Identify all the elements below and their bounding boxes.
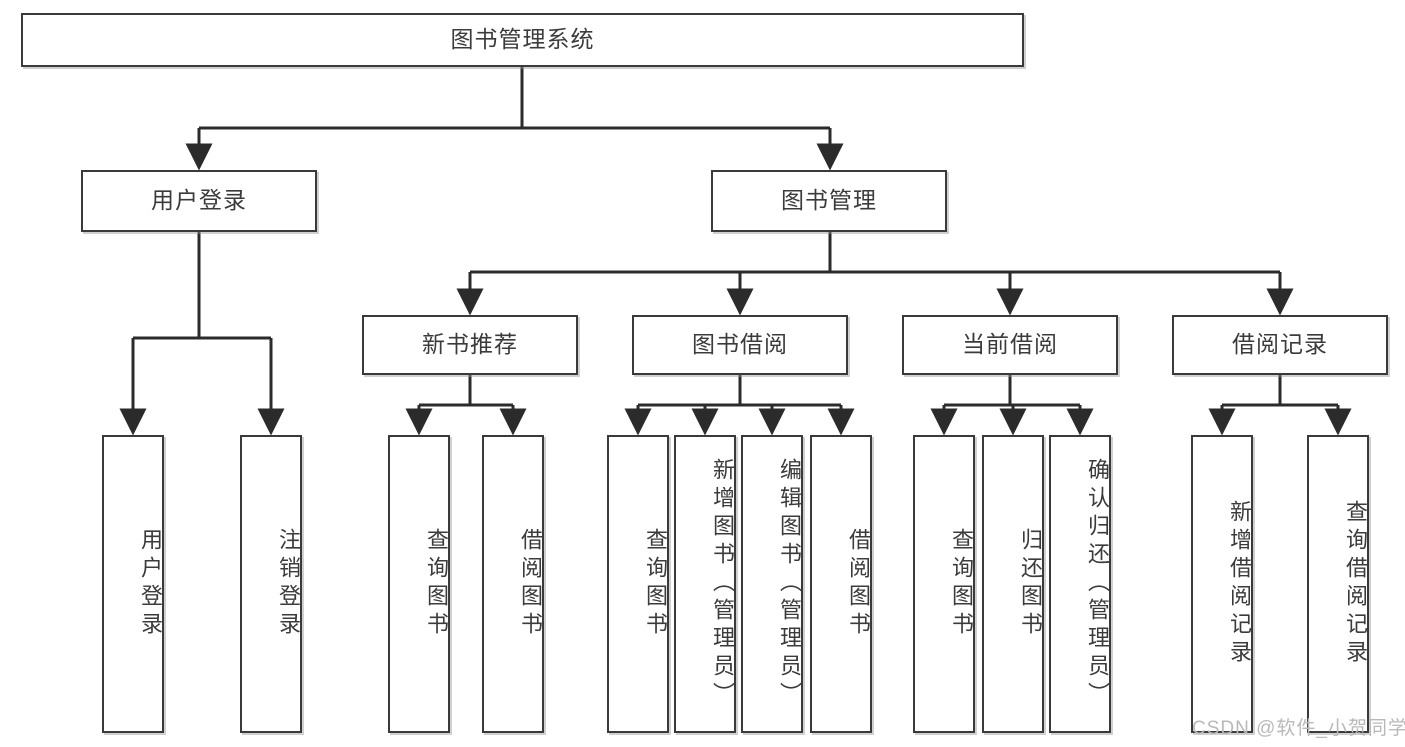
node-book-borrow-label: 图书借阅 xyxy=(692,331,788,358)
leaf-user-login[interactable]: 用户登录 xyxy=(102,435,164,733)
leaf-add-record[interactable]: 新增借阅记录 xyxy=(1191,435,1253,733)
node-user-login[interactable]: 用户登录 xyxy=(81,170,317,232)
node-root[interactable]: 图书管理系统 xyxy=(21,13,1024,67)
node-root-label: 图书管理系统 xyxy=(450,26,595,53)
leaf-edit-book[interactable]: 编辑图书（管理员） xyxy=(741,435,803,733)
node-user-login-label: 用户登录 xyxy=(151,187,247,214)
leaf-query-book-1[interactable]: 查询图书 xyxy=(388,435,450,733)
leaf-query-book-2[interactable]: 查询图书 xyxy=(607,435,669,733)
leaf-query-book-1-label: 查询图书 xyxy=(424,528,449,640)
leaf-add-book[interactable]: 新增图书（管理员） xyxy=(674,435,736,733)
leaf-borrow-book-2-label: 借阅图书 xyxy=(846,528,871,640)
node-book-manage-label: 图书管理 xyxy=(781,187,877,214)
leaf-query-record[interactable]: 查询借阅记录 xyxy=(1307,435,1369,733)
node-borrow-record[interactable]: 借阅记录 xyxy=(1172,315,1388,375)
node-current-borrow-label: 当前借阅 xyxy=(962,331,1058,358)
leaf-borrow-book-1[interactable]: 借阅图书 xyxy=(482,435,544,733)
leaf-return-book-label: 归还图书 xyxy=(1018,528,1043,640)
leaf-query-book-2-label: 查询图书 xyxy=(643,528,668,640)
leaf-confirm-return-label: 确认归还（管理员） xyxy=(1085,458,1110,710)
leaf-borrow-book-2[interactable]: 借阅图书 xyxy=(810,435,872,733)
leaf-add-record-label: 新增借阅记录 xyxy=(1227,500,1252,668)
node-book-manage[interactable]: 图书管理 xyxy=(711,170,947,232)
leaf-user-login-label: 用户登录 xyxy=(138,528,163,640)
leaf-logout-login-label: 注销登录 xyxy=(276,528,301,640)
leaf-query-book-3-label: 查询图书 xyxy=(949,528,974,640)
leaf-borrow-book-1-label: 借阅图书 xyxy=(518,528,543,640)
node-borrow-record-label: 借阅记录 xyxy=(1232,331,1328,358)
leaf-edit-book-label: 编辑图书（管理员） xyxy=(777,458,802,710)
leaf-query-record-label: 查询借阅记录 xyxy=(1343,500,1368,668)
node-current-borrow[interactable]: 当前借阅 xyxy=(902,315,1118,375)
node-book-borrow[interactable]: 图书借阅 xyxy=(632,315,848,375)
leaf-logout-login[interactable]: 注销登录 xyxy=(240,435,302,733)
leaf-add-book-label: 新增图书（管理员） xyxy=(710,458,735,710)
leaf-return-book[interactable]: 归还图书 xyxy=(982,435,1044,733)
leaf-query-book-3[interactable]: 查询图书 xyxy=(913,435,975,733)
node-new-book-rec-label: 新书推荐 xyxy=(422,331,518,358)
node-new-book-rec[interactable]: 新书推荐 xyxy=(362,315,578,375)
leaf-confirm-return[interactable]: 确认归还（管理员） xyxy=(1049,435,1111,733)
csdn-watermark: CSDN @软件_小贺同学 xyxy=(1192,718,1405,739)
